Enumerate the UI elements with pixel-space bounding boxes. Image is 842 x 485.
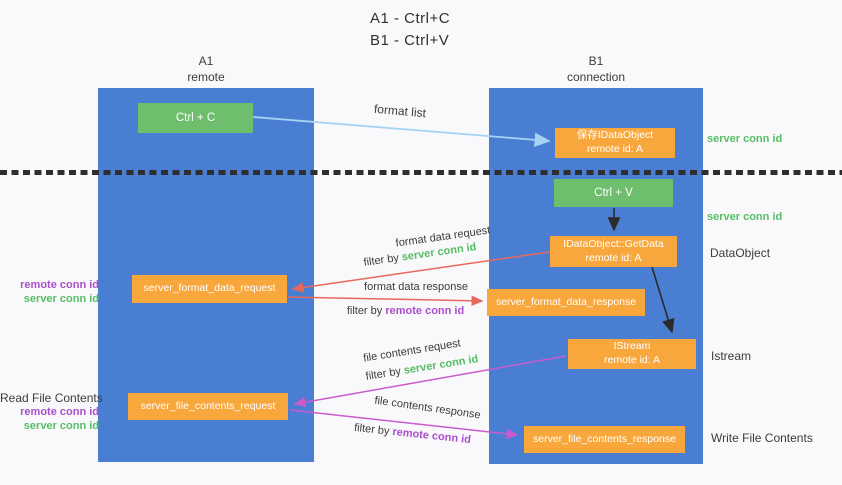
filter-by-text: filter by: [346, 305, 383, 317]
ctrl-c-label: Ctrl + C: [175, 112, 216, 124]
lane-a1-subtitle: remote: [187, 69, 225, 84]
idataobject-getdata-box: IDataObject::GetData remote id: A: [550, 236, 677, 267]
read-file-contents-annotation: Read File Contents: [0, 391, 103, 405]
remote-conn-id-annotation-left-2: remote conn id: [20, 406, 99, 418]
server-format-data-request-box: server_format_data_request: [132, 275, 287, 303]
remote-conn-id-annotation-left-1: remote conn id: [20, 279, 99, 291]
server-file-contents-response-box: server_file_contents_response: [524, 426, 685, 453]
istream-box: IStream remote id: A: [568, 339, 696, 369]
format-list-label: format list: [373, 101, 427, 121]
remote-conn-id-text: remote conn id: [385, 305, 465, 317]
save-idataobject-line2: remote id: A: [586, 143, 644, 155]
lane-b1-name: B1: [588, 54, 604, 68]
getdata-line1: IDataObject::GetData: [563, 237, 664, 250]
filter-by-text: filter by: [364, 365, 402, 383]
dataobject-annotation: DataObject: [710, 246, 771, 260]
diagram-title: A1 - Ctrl+C B1 - Ctrl+V: [370, 8, 450, 52]
filter-by-remote-conn-id-label-2: filter by remote conn id: [350, 421, 476, 446]
lane-header-a1: A1 remote: [156, 54, 256, 85]
remote-conn-id-text: remote conn id: [391, 425, 472, 447]
format-data-response-arrow: [287, 295, 484, 307]
server-conn-id-text: server conn id: [402, 353, 480, 377]
save-idataobject-box: 保存IDataObject remote id: A: [555, 128, 675, 158]
write-file-contents-annotation: Write File Contents: [711, 431, 813, 445]
ctrl-v-box: Ctrl + V: [554, 179, 673, 207]
getdata-line2: remote id: A: [585, 251, 642, 264]
istream-line1: IStream: [613, 340, 651, 353]
server-conn-id-annotation-left-2: server conn id: [23, 420, 99, 432]
file-response-label: server_file_contents_response: [532, 432, 676, 445]
server-conn-id-annotation-top: server conn id: [707, 133, 783, 145]
title-line-1: A1 - Ctrl+C: [370, 10, 451, 27]
server-conn-id-annotation-mid: server conn id: [707, 211, 783, 223]
server-format-data-response-box: server_format_data_response: [487, 289, 645, 316]
ctrl-c-box: Ctrl + C: [138, 103, 253, 133]
istream-line2: remote id: A: [603, 354, 661, 366]
format-response-label: server_format_data_response: [495, 295, 637, 308]
filter-by-remote-conn-id-label-1: filter by remote conn id: [338, 305, 473, 317]
filter-by-text: filter by: [362, 252, 400, 269]
format-request-label: server_format_data_request: [143, 282, 276, 295]
format-data-response-label: format data response: [364, 281, 468, 293]
filter-by-text: filter by: [353, 421, 391, 438]
server-file-contents-request-box: server_file_contents_request: [128, 393, 288, 420]
machine-separator-dotted-line: [0, 170, 842, 175]
lane-a1-name: A1: [198, 54, 214, 68]
server-conn-id-annotation-left-1: server conn id: [23, 293, 99, 305]
file-request-label: server_file_contents_request: [140, 399, 276, 412]
file-contents-response-label: file contents response: [373, 394, 482, 422]
ctrl-v-label: Ctrl + V: [594, 187, 633, 199]
lane-b1-subtitle: connection: [566, 69, 626, 84]
lane-header-b1: B1 connection: [546, 54, 646, 85]
save-idataobject-line1: 保存IDataObject: [576, 129, 654, 142]
istream-annotation: Istream: [711, 349, 752, 363]
title-line-2: B1 - Ctrl+V: [370, 31, 450, 49]
